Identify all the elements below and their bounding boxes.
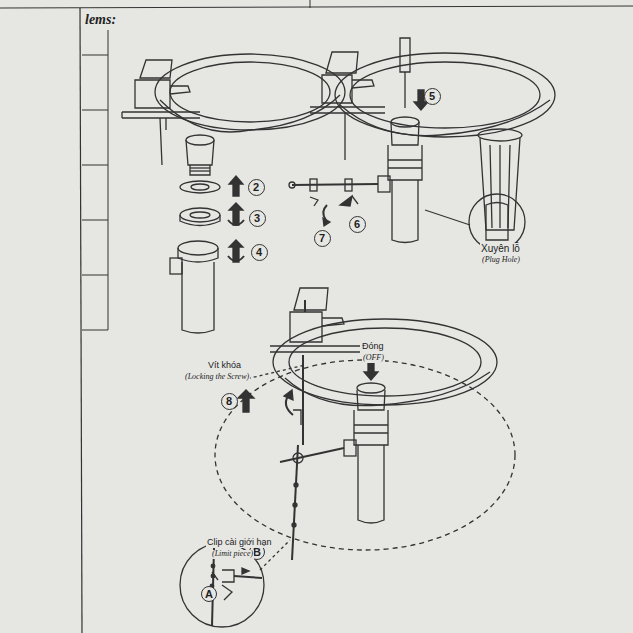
callout-number: 7 [314, 230, 331, 247]
state-label: Đóng [361, 342, 385, 352]
callout-text: 4 [256, 247, 262, 258]
part-name: Clip cài giới hạn [206, 538, 272, 548]
part-name: Xuyên lỗ [480, 243, 521, 254]
callout-number: 4 [251, 244, 268, 261]
part-name: Vít khóa [207, 361, 242, 371]
part-name-english: (Limit piece) [211, 550, 254, 559]
callout-text: A [205, 589, 213, 600]
callout-text: 2 [253, 182, 259, 193]
callout-text: B [253, 547, 261, 558]
callout-number: 3 [249, 210, 266, 227]
callout-text: 8 [226, 396, 232, 407]
callout-text: 6 [354, 219, 360, 230]
callout-number: 5 [424, 88, 441, 105]
callout-number: 6 [349, 216, 366, 233]
state-label-english: (OFF) [362, 354, 385, 363]
callout-text: 7 [319, 233, 325, 244]
callout-text: 3 [254, 213, 260, 224]
callout-letter: A [201, 586, 217, 602]
part-name-english: (Locking the Screw) [184, 373, 250, 382]
callout-text: 5 [429, 91, 435, 102]
heading-fragment: lems: [84, 12, 117, 27]
part-name-english: (Plug Hole) [481, 256, 521, 265]
callout-number: 2 [248, 179, 265, 196]
callout-number: 8 [221, 393, 238, 410]
